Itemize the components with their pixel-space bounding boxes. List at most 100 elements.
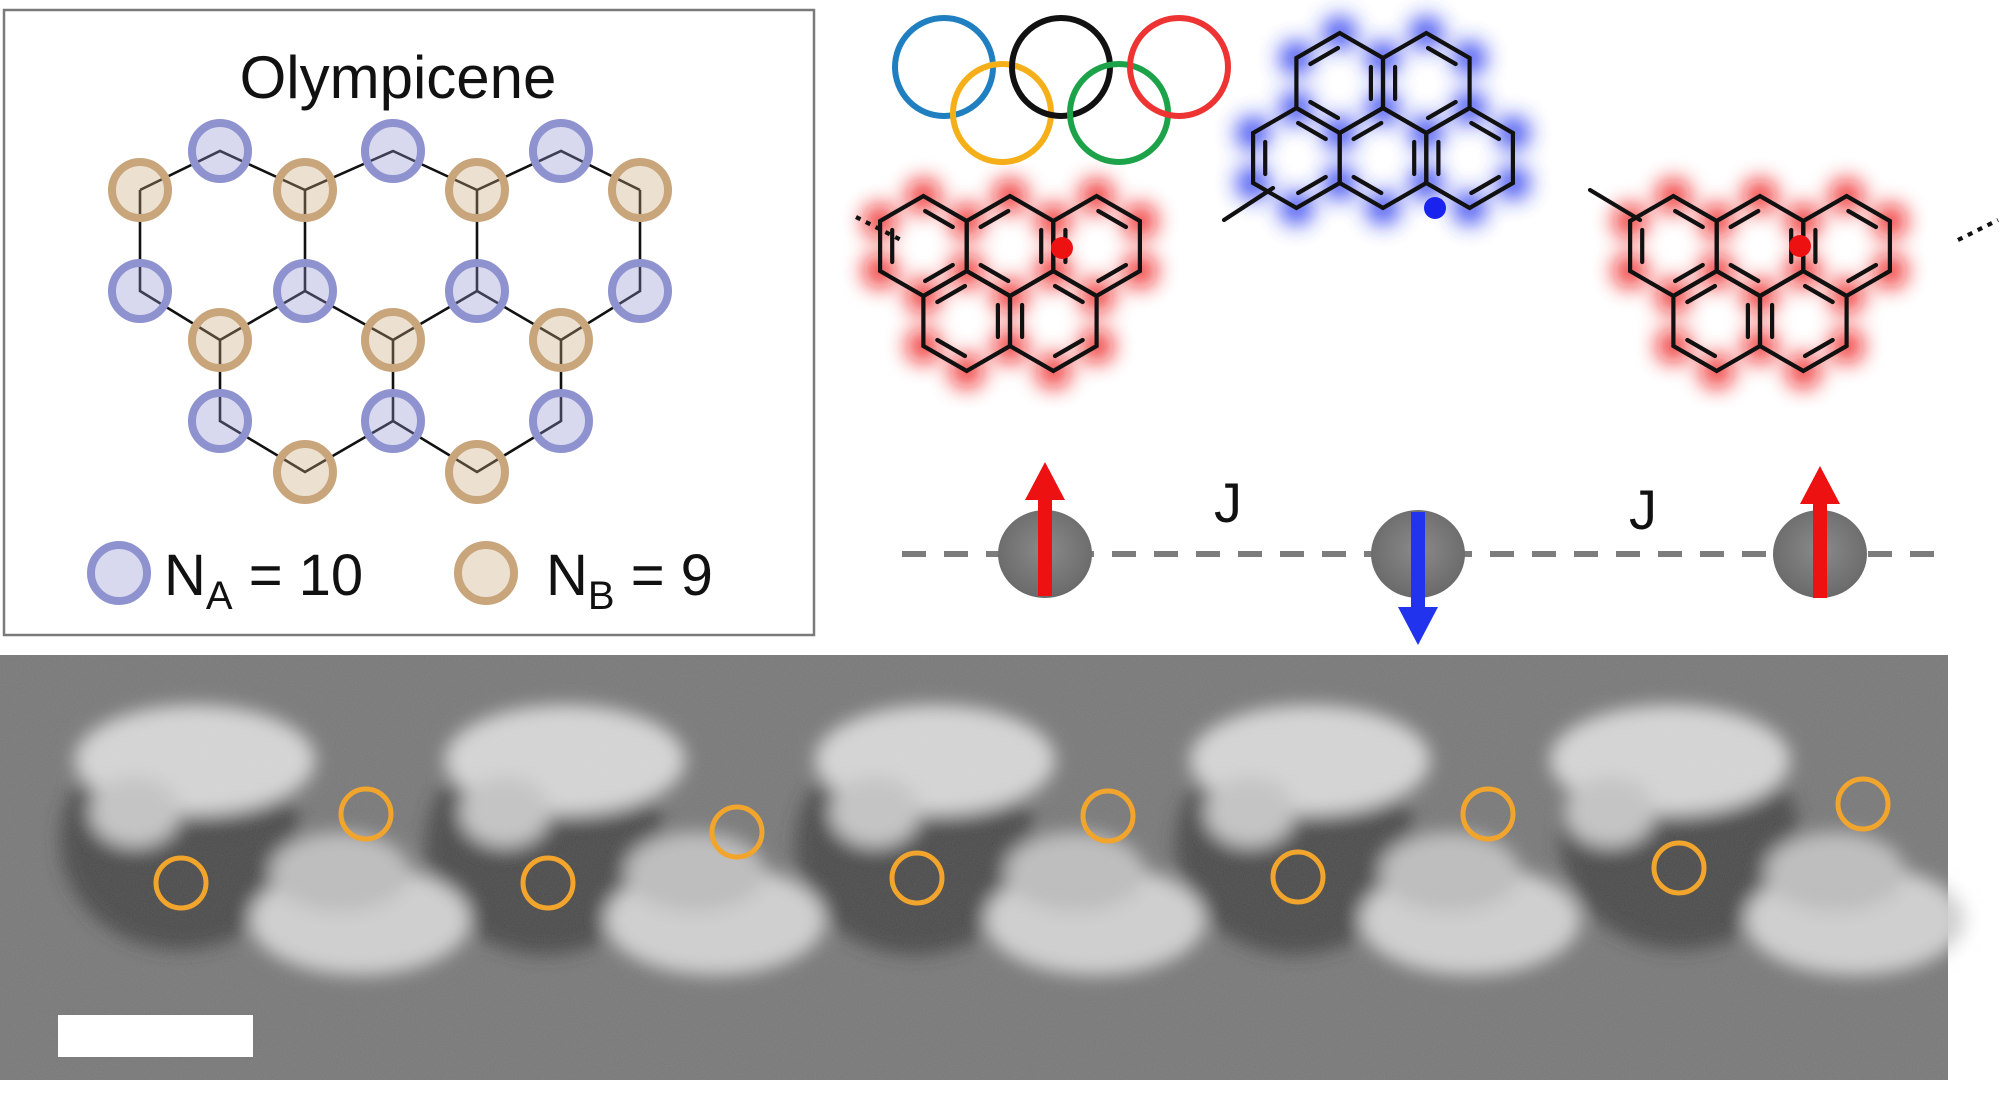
olympic-rings-icon xyxy=(892,15,1231,165)
legend-sublattice-a: NA = 10 xyxy=(87,541,363,618)
radical-marker-circle xyxy=(1835,776,1891,832)
scale-bar xyxy=(58,1015,253,1057)
sublattice-a-site xyxy=(108,259,172,323)
radical-marker-circle xyxy=(1270,849,1326,905)
chain-continuation-left xyxy=(855,215,906,244)
sublattice-a-site xyxy=(608,259,672,323)
spin-up-arrow-icon xyxy=(1025,462,1065,596)
double-bond xyxy=(1096,262,1129,284)
radical-marker-circle xyxy=(709,804,765,860)
sublattice-b-site xyxy=(361,308,425,372)
exchange-label-right: J xyxy=(1629,478,1657,541)
double-bond xyxy=(922,208,955,230)
stm-noise-texture xyxy=(0,655,1948,1080)
double-bond xyxy=(1425,45,1458,67)
sublattice-b-site xyxy=(273,440,337,504)
sublattice-a-site xyxy=(361,119,425,183)
polymer-chain-structure xyxy=(855,16,1999,388)
sublattice-b-site xyxy=(608,158,672,222)
double-bond xyxy=(1728,262,1761,284)
spin-chain-model: J J xyxy=(902,462,1942,645)
radical-marker-circle xyxy=(338,786,394,842)
radical-marker-circle xyxy=(1651,840,1707,896)
double-bond xyxy=(1685,337,1718,359)
double-bond xyxy=(1096,208,1129,230)
double-bond xyxy=(1469,174,1502,196)
linker-bond xyxy=(1221,185,1276,223)
stm-image xyxy=(0,655,1965,1080)
ring-red xyxy=(1127,15,1231,119)
sublattice-b-site xyxy=(108,158,172,222)
radical-marker-circle xyxy=(520,855,576,911)
linker-bond xyxy=(1587,187,1643,223)
radical-position-markers xyxy=(153,776,1891,911)
double-bond xyxy=(978,208,1011,230)
radical-center-left xyxy=(1051,237,1073,259)
spin-site-right xyxy=(1773,466,1867,598)
lattice-bond xyxy=(304,190,479,342)
sublattice-a-site xyxy=(273,259,337,323)
olympicene-unit-right xyxy=(1627,193,1893,374)
sublattice-b-site xyxy=(188,308,252,372)
lattice-bond xyxy=(139,149,641,192)
double-bond xyxy=(1351,174,1384,196)
double-bond xyxy=(935,283,968,305)
sublattice-a-site xyxy=(445,259,509,323)
legend-b-relation: = 9 xyxy=(615,543,713,608)
double-bond xyxy=(1672,262,1705,284)
legend-b-symbol: N xyxy=(546,543,588,608)
double-bond xyxy=(1802,337,1835,359)
legend-b-marker xyxy=(454,541,518,605)
legend-a-symbol: N xyxy=(164,543,206,608)
sublattice-a-site xyxy=(188,389,252,453)
olympicene-unit-left xyxy=(877,193,1143,374)
lattice-bond xyxy=(476,289,562,342)
radical-center-right xyxy=(1789,235,1811,257)
spin-up-arrow-icon xyxy=(1800,466,1840,598)
aromatic-ring xyxy=(1424,105,1516,211)
double-bond xyxy=(1672,208,1705,230)
double-bond xyxy=(1308,99,1341,121)
olympicene-unit-middle xyxy=(1250,30,1516,211)
sublattice-b-site xyxy=(445,440,509,504)
sublattice-a-site xyxy=(361,389,425,453)
sublattice-b-site xyxy=(273,158,337,222)
double-bond xyxy=(1295,174,1328,196)
double-bond xyxy=(1846,262,1879,284)
exchange-label-left: J xyxy=(1214,471,1242,534)
sublattice-b-site xyxy=(529,308,593,372)
molecule-bonds xyxy=(877,30,1893,374)
double-bond xyxy=(1846,208,1879,230)
aromatic-ring xyxy=(1801,193,1893,299)
double-bond xyxy=(978,262,1011,284)
double-bond xyxy=(1052,337,1085,359)
sublattice-b-site xyxy=(445,158,509,222)
inset-title: Olympicene xyxy=(240,44,557,111)
radical-marker-circle xyxy=(1080,788,1136,844)
radical-marker-circle xyxy=(889,850,945,906)
double-bond xyxy=(1351,120,1384,142)
double-bond xyxy=(1685,283,1718,305)
double-bond xyxy=(1802,283,1835,305)
legend-b-subscript: B xyxy=(588,574,615,618)
legend-a-subscript: A xyxy=(206,574,233,618)
sublattice-sites xyxy=(108,119,672,504)
spin-site-left xyxy=(998,462,1092,598)
radical-marker-circle xyxy=(1460,786,1516,842)
aromatic-ring xyxy=(1051,193,1143,299)
sublattice-a-site xyxy=(529,389,593,453)
double-bond xyxy=(1469,120,1502,142)
double-bond xyxy=(1295,120,1328,142)
legend-a-text: NA = 10 xyxy=(164,543,363,618)
olympicene-inset: Olympicene NA = 10 NB = 9 xyxy=(2,8,816,637)
double-bond xyxy=(1052,283,1085,305)
legend-a-relation: = 10 xyxy=(233,543,364,608)
chain-continuation-right xyxy=(1957,218,1999,242)
legend-a-marker xyxy=(87,541,151,605)
radical-center-middle xyxy=(1424,197,1446,219)
legend-b-text: NB = 9 xyxy=(546,543,713,618)
double-bond xyxy=(1308,45,1341,67)
double-bond xyxy=(935,337,968,359)
double-bond xyxy=(922,262,955,284)
